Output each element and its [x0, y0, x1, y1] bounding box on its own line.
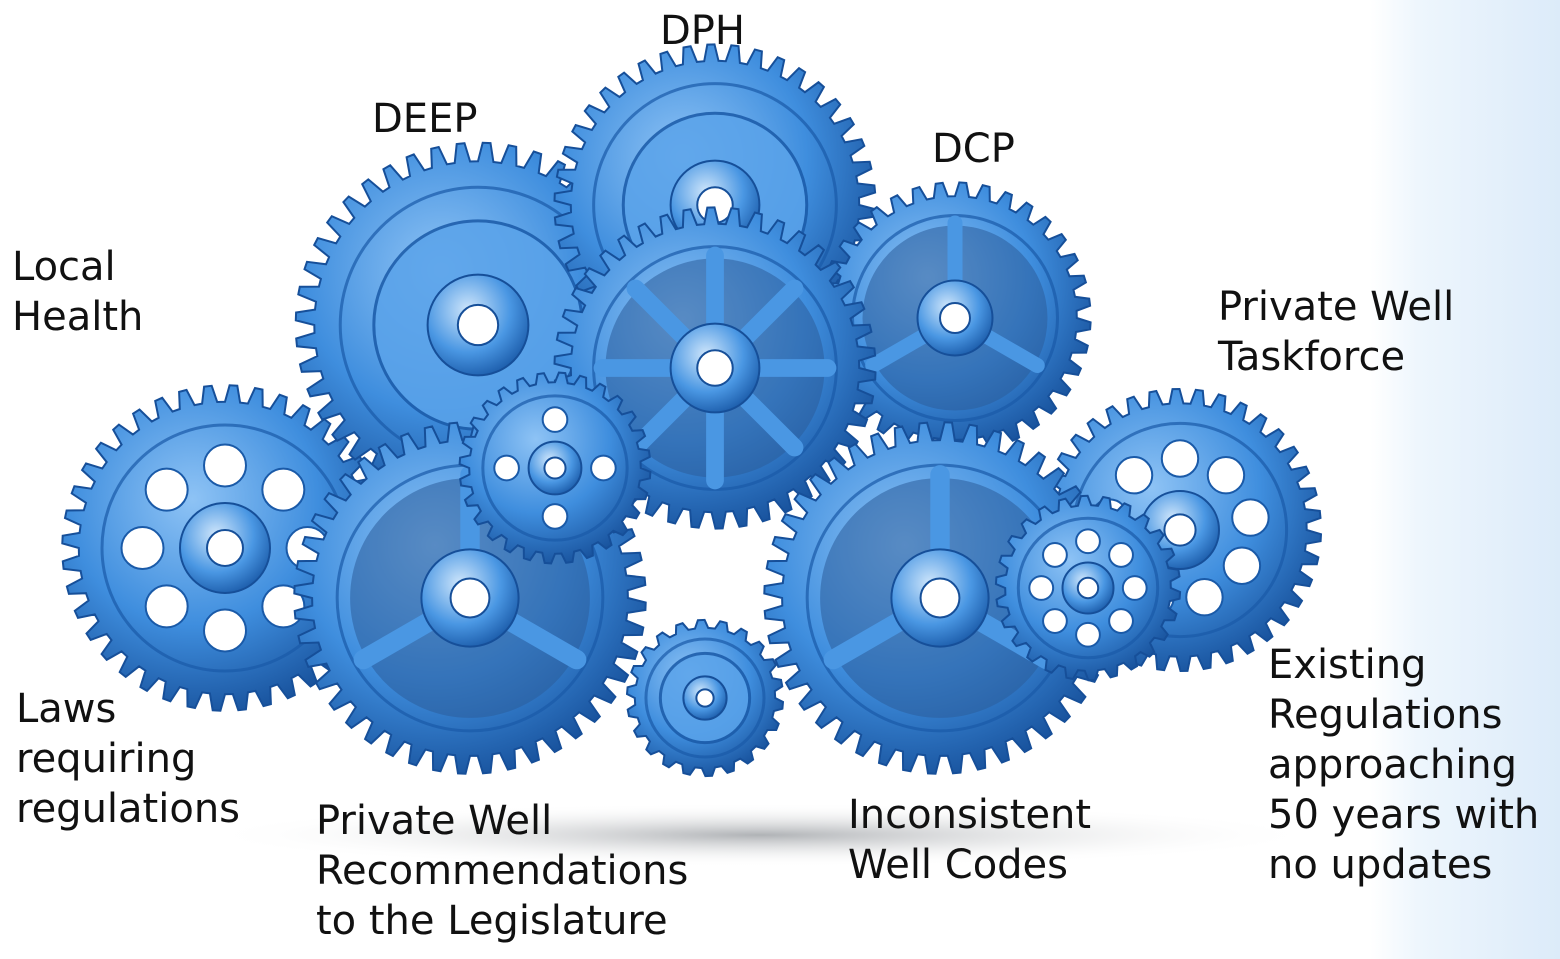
label-inconsistent-well-codes: Inconsistent Well Codes: [848, 792, 1092, 888]
gear-dcp: [818, 181, 1092, 455]
gear-bottom-center: [625, 618, 785, 778]
label-local-health: Local Health: [12, 244, 144, 340]
ground-shadow: [200, 803, 1320, 867]
label-private-well-recommendations: Private Well Recommendations to the Legi…: [316, 798, 689, 944]
gear-front-right-small: [994, 494, 1182, 682]
label-dcp: DCP: [932, 126, 1015, 172]
label-existing-regulations: Existing Regulations approaching 50 year…: [1268, 642, 1540, 888]
gear-front-small: [458, 371, 652, 565]
label-deep: DEEP: [372, 96, 478, 142]
gear-bottom-right: [763, 421, 1117, 775]
background-band: [1370, 0, 1560, 959]
gear-left: [61, 384, 389, 712]
label-private-well-taskforce: Private Well Taskforce: [1218, 284, 1455, 380]
label-laws-requiring-regulations: Laws requiring regulations: [16, 686, 241, 832]
gear-center-spoked: [553, 206, 877, 530]
label-dph: DPH: [660, 8, 745, 54]
